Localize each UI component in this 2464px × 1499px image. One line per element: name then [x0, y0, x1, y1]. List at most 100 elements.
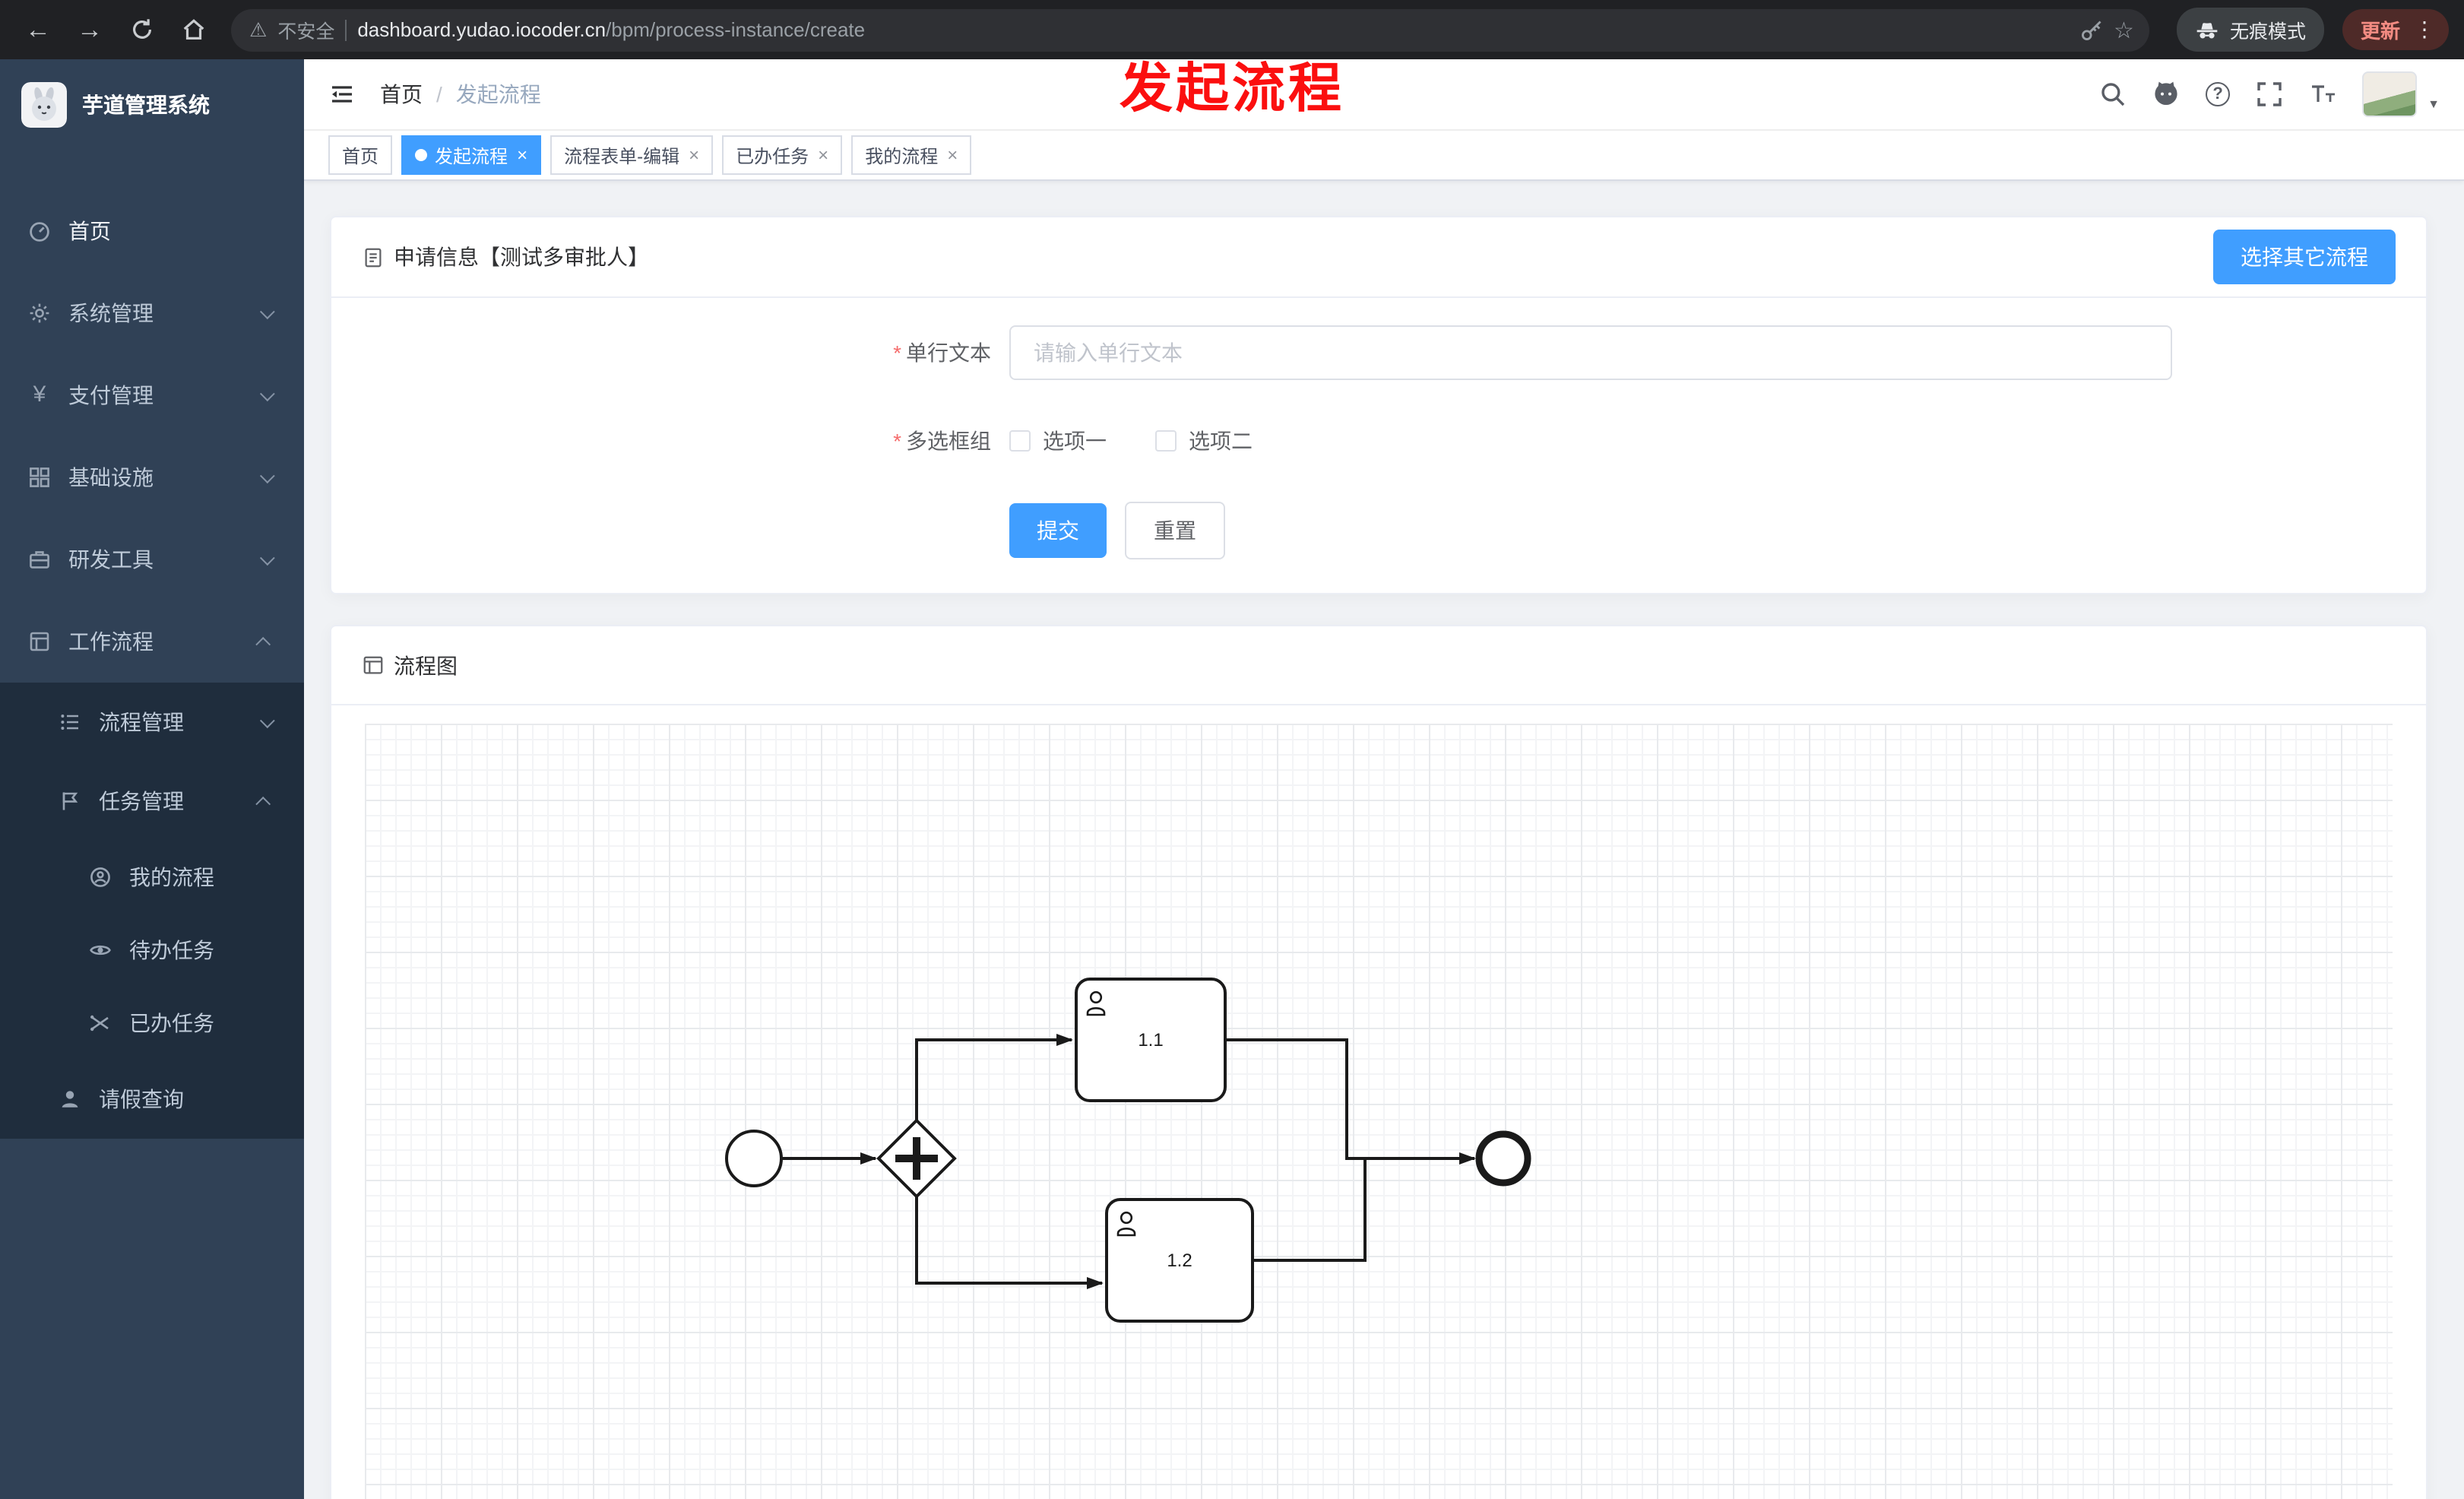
sidebar-item-dev-tools[interactable]: 研发工具 [0, 518, 304, 601]
topbar-actions: ? ▼ [2099, 71, 2440, 117]
toolbox-icon [30, 551, 49, 569]
user-avatar[interactable] [2362, 71, 2418, 117]
sidebar-item-my-processes[interactable]: 我的流程 [0, 841, 304, 914]
tab-create-process[interactable]: 发起流程 × [401, 135, 542, 175]
sidebar-item-done-tasks[interactable]: 已办任务 [0, 987, 304, 1060]
refresh-button[interactable] [119, 7, 164, 52]
sidebar-item-infrastructure[interactable]: 基础设施 [0, 436, 304, 518]
reset-button[interactable]: 重置 [1125, 502, 1225, 560]
checkbox-icon[interactable] [1155, 430, 1177, 452]
flag-icon [62, 792, 78, 810]
update-button[interactable]: 更新 ⋮ [2342, 9, 2449, 50]
tab-my-processes[interactable]: 我的流程 × [851, 135, 972, 175]
chevron-down-icon [259, 712, 275, 728]
active-tab-dot-icon [415, 149, 428, 161]
eye-icon [90, 945, 111, 955]
close-icon[interactable]: × [689, 144, 700, 166]
close-icon[interactable]: × [517, 144, 528, 166]
fullscreen-icon[interactable] [2256, 81, 2283, 108]
diagram-body: 1.1 1.2 [331, 706, 2426, 1499]
refresh-icon [132, 19, 150, 39]
home-button[interactable] [170, 7, 216, 52]
submit-button[interactable]: 提交 [1009, 503, 1107, 559]
incognito-label: 无痕模式 [2229, 21, 2306, 43]
close-icon[interactable]: × [818, 144, 829, 166]
card-title: 申请信息【测试多审批人】 [362, 242, 649, 272]
user-icon [1086, 991, 1106, 1017]
gear-icon [30, 303, 49, 323]
incognito-icon [2196, 22, 2218, 38]
url-host: dashboard.yudao.iocoder.cn [357, 18, 606, 41]
chevron-down-icon [259, 385, 275, 401]
tab-form-edit[interactable]: 流程表单-编辑 × [550, 135, 714, 175]
sidebar-item-todo-tasks[interactable]: 待办任务 [0, 914, 304, 987]
avatar-caret-down-icon[interactable]: ▼ [2428, 97, 2440, 111]
tab-home[interactable]: 首页 [328, 135, 393, 175]
user-task-1[interactable]: 1.1 [1075, 978, 1227, 1103]
sidebar-item-leave-query[interactable]: 请假查询 [0, 1060, 304, 1139]
main-area: 首页 / 发起流程 ? [304, 59, 2464, 1499]
tabs-bar: 首页 发起流程 × 流程表单-编辑 × 已办任务 × 我的流程 × [304, 131, 2464, 181]
form-actions: 提交 重置 [1009, 502, 2426, 560]
select-other-process-button[interactable]: 选择其它流程 [2213, 230, 2396, 285]
app-frame: 芋道管理系统 首页 系统管理 ¥ [0, 59, 2464, 1499]
parallel-gateway[interactable] [876, 1118, 957, 1200]
sidebar-item-label: 研发工具 [68, 547, 154, 572]
workflow-submenu: 流程管理 任务管理 我的流程 [0, 683, 304, 1139]
start-event[interactable] [725, 1130, 783, 1188]
font-size-icon[interactable] [2309, 81, 2336, 108]
url-path: /bpm/process-instance/create [606, 18, 866, 41]
address-bar[interactable]: ⚠ 不安全 dashboard.yudao.iocoder.cn/bpm/pro… [231, 8, 2149, 51]
diagram-icon [363, 657, 383, 675]
sidebar-item-workflow[interactable]: 工作流程 [0, 601, 304, 683]
sidebar-item-label: 请假查询 [99, 1087, 184, 1111]
tab-label: 首页 [342, 145, 379, 166]
sidebar-item-task-management[interactable]: 任务管理 [0, 762, 304, 841]
card-title: 流程图 [362, 651, 458, 681]
card-header: 流程图 [331, 627, 2426, 706]
user-task-2[interactable]: 1.2 [1105, 1198, 1254, 1323]
app-logo[interactable]: 芋道管理系统 [0, 59, 304, 151]
sidebar-item-payment-management[interactable]: ¥ 支付管理 [0, 354, 304, 436]
chevron-down-icon [259, 550, 275, 566]
form-row-checkbox: *多选框组 选项一 选项二 [866, 414, 2426, 468]
required-asterisk: * [893, 341, 901, 366]
github-icon[interactable] [2152, 81, 2180, 108]
sidebar-item-label: 流程管理 [99, 710, 184, 734]
breadcrumb: 首页 / 发起流程 [380, 79, 541, 109]
sidebar-menu: 首页 系统管理 ¥ 支付管理 [0, 151, 304, 1139]
diagram-card-title: 流程图 [394, 653, 458, 678]
hamburger-icon [332, 86, 352, 103]
breadcrumb-home[interactable]: 首页 [380, 82, 423, 106]
form-row-text: *单行文本 [866, 325, 2426, 381]
search-icon[interactable] [2099, 81, 2127, 108]
forward-button[interactable]: → [77, 14, 103, 43]
required-asterisk: * [893, 429, 901, 454]
checkbox-option-2[interactable]: 选项二 [1155, 426, 1253, 456]
card-header: 申请信息【测试多审批人】 选择其它流程 [331, 217, 2426, 299]
close-icon[interactable]: × [947, 144, 958, 166]
flow-gateway-to-task2 [915, 1196, 1104, 1290]
checkbox-icon[interactable] [1009, 430, 1031, 452]
sidebar-item-system-management[interactable]: 系统管理 [0, 272, 304, 354]
user-icon [1116, 1212, 1136, 1238]
bpmn-diagram: 1.1 1.2 [725, 978, 1531, 1323]
bookmark-star-icon[interactable]: ☆ [2114, 17, 2134, 43]
url-text[interactable]: dashboard.yudao.iocoder.cn/bpm/process-i… [357, 18, 865, 41]
sequence-flows [781, 1034, 1476, 1290]
sidebar-item-home[interactable]: 首页 [0, 190, 304, 272]
logo-avatar [21, 82, 67, 128]
checkbox-option-1[interactable]: 选项一 [1009, 426, 1107, 456]
password-key-icon[interactable] [2079, 17, 2103, 42]
tab-done-tasks[interactable]: 已办任务 × [722, 135, 843, 175]
bpmn-canvas[interactable]: 1.1 1.2 [365, 724, 2393, 1499]
sidebar-item-process-management[interactable]: 流程管理 [0, 683, 304, 762]
back-button[interactable]: ← [25, 14, 51, 43]
tab-label: 我的流程 [865, 145, 939, 166]
single-line-text-input[interactable] [1009, 325, 2172, 381]
sidebar-toggle[interactable] [328, 79, 359, 109]
breadcrumb-current: 发起流程 [455, 82, 541, 106]
end-event[interactable] [1475, 1131, 1531, 1187]
help-icon[interactable]: ? [2206, 82, 2231, 106]
browser-menu-kebab-icon[interactable]: ⋮ [2414, 17, 2435, 41]
